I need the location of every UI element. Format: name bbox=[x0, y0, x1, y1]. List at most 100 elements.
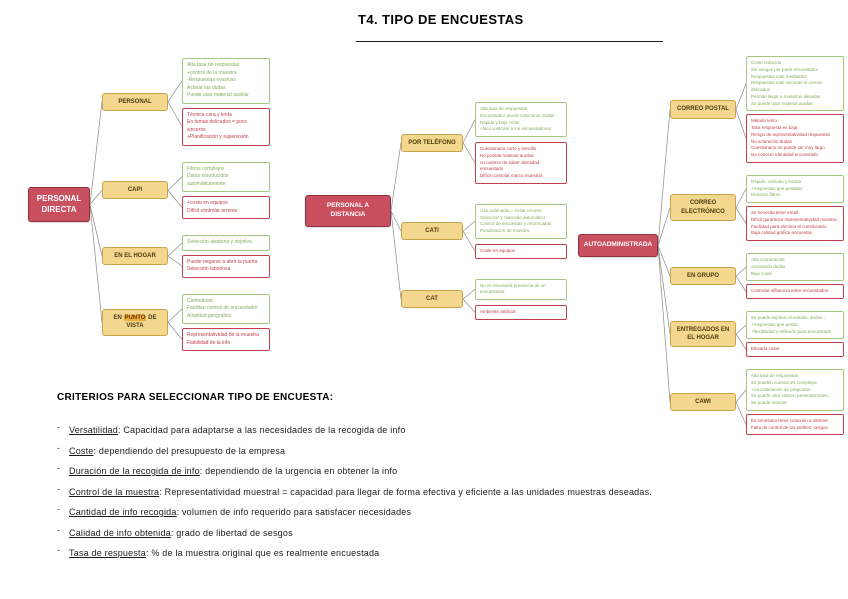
connector-line bbox=[462, 220, 476, 232]
type-node: EN GRUPO bbox=[670, 266, 736, 286]
pros-item: Alta tasa de respuestas bbox=[187, 62, 240, 68]
type-node: EN PUNTO DE VISTA bbox=[102, 308, 168, 336]
connector-line bbox=[657, 245, 671, 403]
cons-box: Ambiente artificial bbox=[475, 305, 567, 320]
cons-box: Controlar influencia entre encuestados bbox=[746, 284, 844, 299]
connector-line bbox=[735, 207, 747, 224]
type-node: CORREO POSTAL bbox=[670, 100, 736, 119]
pros-item: Se puede explicar el estudio, dudas... bbox=[751, 315, 827, 320]
cons-box: Elevado coste bbox=[746, 342, 844, 357]
title-underline bbox=[356, 41, 663, 42]
pros-item: Se puede usar material auxiliar bbox=[751, 100, 814, 106]
pros-item: Permite llegar a muestras alejadas bbox=[751, 93, 821, 99]
pros-item: Control de encuestas y reformulado bbox=[480, 221, 552, 227]
pros-item: Amplitud geográfica bbox=[187, 312, 232, 319]
pros-box: Selección aleatoria y objetiva bbox=[182, 235, 270, 251]
pros-item: +flexibilidad y reflexión para encuestad… bbox=[751, 328, 832, 334]
connector-line bbox=[390, 142, 402, 211]
connector-line bbox=[167, 176, 183, 191]
bullet-dash: - bbox=[57, 483, 61, 494]
connector-line bbox=[462, 288, 476, 300]
pros-box: No es necesaria presencia de un encuesta… bbox=[475, 278, 567, 300]
pros-item: Facilitan control de encuestador bbox=[187, 305, 258, 311]
pros-item: Selección y marcado automático bbox=[480, 214, 546, 220]
pros-item: Coste reducido bbox=[751, 60, 782, 65]
survey-type-block: EN EL HOGAR Selección aleatoria y objetiv… bbox=[102, 235, 270, 278]
connector-line bbox=[167, 308, 183, 323]
criteria-text: : volumen de info requerido para satisfa… bbox=[176, 507, 412, 517]
criteria-item: -Control de la muestra: Representativida… bbox=[57, 483, 829, 497]
pros-item: Aclarar las dudas bbox=[187, 84, 226, 91]
connector-line bbox=[89, 204, 103, 257]
connector-line bbox=[167, 255, 183, 267]
bullet-dash: - bbox=[57, 545, 61, 555]
criteria-section: CRITERIOS PARA SELECCIONAR TIPO DE ENCUE… bbox=[57, 392, 829, 569]
pros-item: No es necesaria presencia de un encuesta… bbox=[480, 282, 546, 295]
criteria-text: : grado de libertad de sesgos bbox=[170, 527, 293, 538]
pros-item: +concatenación de preguntas bbox=[751, 386, 811, 392]
main-node-personal-directa: PERSONAL DIRECTA bbox=[28, 186, 90, 223]
details-column: Alta tasa de respuestas+control de la mu… bbox=[182, 58, 270, 146]
cons-item: Selección laboriosa bbox=[187, 266, 231, 272]
criteria-text: : % de la muestra original que es realme… bbox=[145, 548, 380, 558]
connector-line bbox=[167, 322, 183, 340]
cons-item: No conocer identidad encuestado bbox=[751, 152, 819, 157]
type-node: ENTREGADOS EN EL HOGAR bbox=[670, 320, 736, 348]
criteria-term: Cantidad de info recogida bbox=[69, 507, 177, 517]
connector-line bbox=[89, 204, 103, 323]
type-node: EN EL HOGAR bbox=[102, 247, 168, 266]
pros-item: Respuestas más sinceras en temas delicad… bbox=[751, 80, 823, 92]
pros-item: Puede usar material auxiliar bbox=[187, 92, 249, 98]
cons-box: Coste en equipos bbox=[475, 243, 567, 259]
criteria-item: -Cantidad de info recogida: volumen de i… bbox=[57, 504, 829, 517]
connector-line bbox=[735, 324, 747, 335]
pros-item: Respuestas más meditadas bbox=[751, 73, 807, 79]
connector-line bbox=[390, 210, 402, 232]
bullet-dash: - bbox=[57, 524, 61, 535]
criteria-term: Versatilidad bbox=[69, 425, 118, 435]
criteria-heading: CRITERIOS PARA SELECCIONAR TIPO DE ENCUE… bbox=[57, 392, 334, 403]
connector-line bbox=[657, 109, 671, 246]
pros-item: +control de la muestra bbox=[187, 69, 237, 76]
pros-item: Rápida y bajo coste bbox=[480, 119, 520, 125]
cons-item: Método lento bbox=[751, 118, 778, 124]
pros-box: Alta tasa de respuestas+control de la mu… bbox=[182, 58, 270, 104]
bullet-dash: - bbox=[57, 442, 61, 453]
type-node: CATI bbox=[401, 221, 463, 241]
cons-item: No aclaración dudas bbox=[751, 138, 793, 144]
pros-item: Selección aleatoria y objetiva bbox=[187, 239, 252, 245]
type-node: CAWI bbox=[670, 392, 736, 412]
pros-item: Aclaración dudas bbox=[751, 263, 786, 269]
connector-line bbox=[462, 119, 476, 144]
criteria-term: Coste bbox=[69, 445, 94, 456]
cons-item: Difícil controlar marco muestral bbox=[480, 173, 543, 178]
criteria-term: Tasa de respuesta bbox=[69, 548, 146, 558]
cons-item: Tasa respuesta es baja bbox=[751, 125, 798, 130]
pros-item: +respuestas que postales bbox=[751, 185, 803, 191]
connector-line bbox=[735, 389, 747, 403]
cons-item: Controlar influencia entre encuestados bbox=[751, 288, 829, 294]
criteria-term: Duración de la recogida de info bbox=[69, 466, 200, 476]
connector-line bbox=[735, 109, 747, 139]
